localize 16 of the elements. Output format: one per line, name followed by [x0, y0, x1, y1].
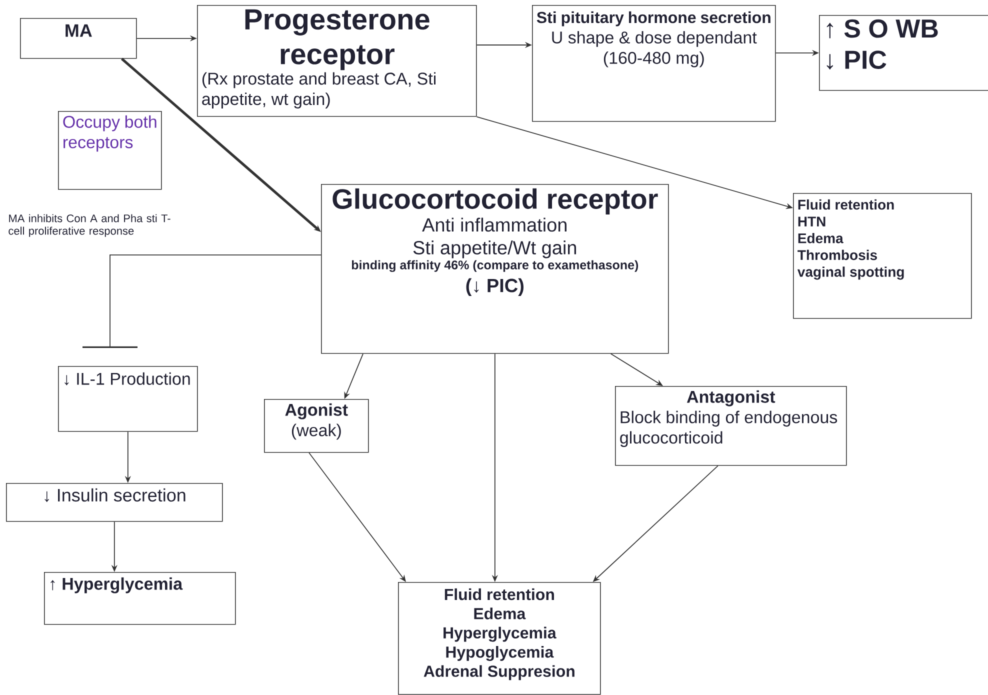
process-box: Progesterone receptor (Rx prostate and breast CA, Sti appetite, wt gain) [197, 4, 477, 117]
process-box: Antagonist Block binding of endogenous glucocorticoid [615, 386, 847, 466]
note-text: MA inhibits Con A and Pha sti T-cell proliferative response [8, 214, 170, 237]
process-box: Glucocortocoid receptor Anti inflammation Sti appetite/Wt gain binding affinity 46% (compare to examethasone) (↓ PIC) [321, 184, 669, 354]
arrow [308, 452, 406, 582]
inhibition-line [82, 254, 322, 348]
process-box: ↑ Hyperglycemia [44, 572, 236, 625]
note-box: Occupy both receptors [58, 110, 162, 190]
process-box: Sti pituitary hormone secretion U shape & dose dependant (160-480 mg) [532, 4, 776, 122]
process-box: Fluid retention Edema Hyperglycemia Hypoglycemia Adrenal Suppresion [398, 582, 601, 695]
process-box: Fluid retention HTN Edema Thrombosis vaginal spotting [793, 192, 972, 319]
process-box: Agonist (weak) [264, 399, 369, 453]
process-box: MA [20, 18, 137, 59]
process-box: ↓ Insulin secretion [6, 482, 223, 522]
process-box: ↑ S O WB ↓ PIC [819, 15, 988, 91]
process-box: ↓ IL-1 Production [58, 366, 198, 432]
